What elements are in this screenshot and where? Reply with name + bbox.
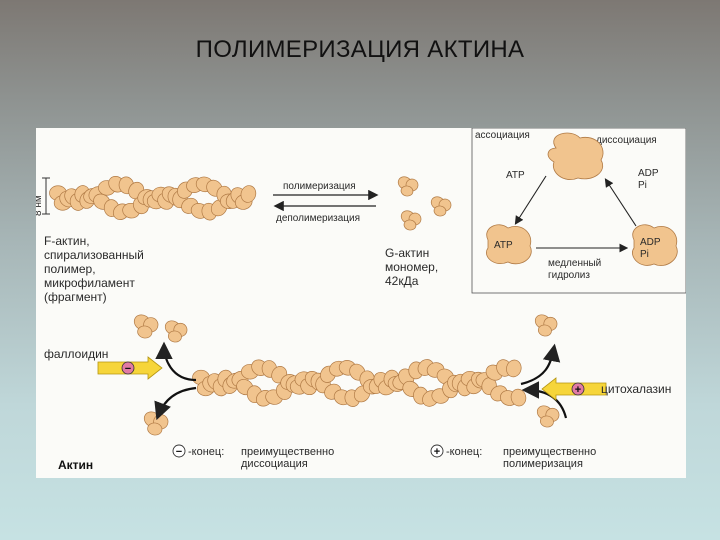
phalloidin-label: фаллоидин [44,347,108,361]
svg-text:спирализованный: спирализованный [44,248,144,262]
svg-text:+: + [575,384,581,396]
f-actin-label: F-актин, спирализованный полимер, микроф… [44,234,144,304]
dissociation-label: диссоциация [596,135,657,146]
polymerization-arrows: полимеризация деполимеризация [273,181,376,224]
svg-text:+: + [434,446,440,458]
svg-text:полимер,: полимер, [44,262,96,276]
svg-text:(фрагмент): (фрагмент) [44,290,107,304]
plus-end-caption: + -конец: преимущественно полимеризация [431,445,596,470]
svg-text:−: − [125,363,131,375]
diagram-panel: 8 нм полимеризация деполимеризация F-акт… [36,128,686,478]
monomer-top [548,133,603,180]
scale-label: 8 нм [36,195,44,216]
depolymerization-label: деполимеризация [276,213,360,224]
slow-hydrolysis-label-1: медленный [548,258,601,269]
svg-text:−: − [176,446,182,458]
svg-text:42кДа: 42кДа [385,274,419,288]
scale-bar: 8 нм [36,178,50,216]
svg-text:диссоциация: диссоциация [241,458,308,470]
atp-cycle-box: ассоциация диссоциация ATP ADP Pi ATP AD… [472,128,686,293]
svg-text:-конец:: -конец: [188,446,224,458]
svg-text:мономер,: мономер, [385,260,438,274]
adp-bottom-label: ADP [640,237,661,248]
slide-title: ПОЛИМЕРИЗАЦИЯ АКТИНА [0,36,720,64]
g-actin-monomers [396,174,453,231]
svg-text:преимущественно: преимущественно [241,446,334,458]
pi-bottom-label: Pi [640,249,649,260]
atp-bottom-label: ATP [494,240,513,251]
cytochalasin-label: цитохалазин [601,382,671,396]
actin-diagram: 8 нм полимеризация деполимеризация F-акт… [36,128,686,478]
svg-text:G-актин: G-актин [385,246,429,260]
pi-top-label: Pi [638,180,647,191]
minus-end-caption: − -конец: преимущественно диссоциация [173,445,334,470]
svg-text:полимеризация: полимеризация [503,458,583,470]
g-actin-label: G-актин мономер, 42кДа [385,246,438,288]
f-actin-filament-top [50,173,258,223]
svg-text:F-актин,: F-актин, [44,234,90,248]
polymerization-label: полимеризация [283,181,356,192]
phalloidin-group: фаллоидин − [44,347,162,379]
adp-top-label: ADP [638,168,659,179]
f-actin-filament-bottom [193,356,528,409]
svg-text:-конец:: -конец: [446,446,482,458]
cytochalasin-group: + цитохалазин [542,378,671,400]
atp-top-label: ATP [506,170,525,181]
actin-caption: Актин [58,458,93,472]
svg-text:микрофиламент: микрофиламент [44,276,135,290]
slow-hydrolysis-label-2: гидролиз [548,270,590,281]
association-label: ассоциация [475,130,530,141]
svg-text:преимущественно: преимущественно [503,446,596,458]
